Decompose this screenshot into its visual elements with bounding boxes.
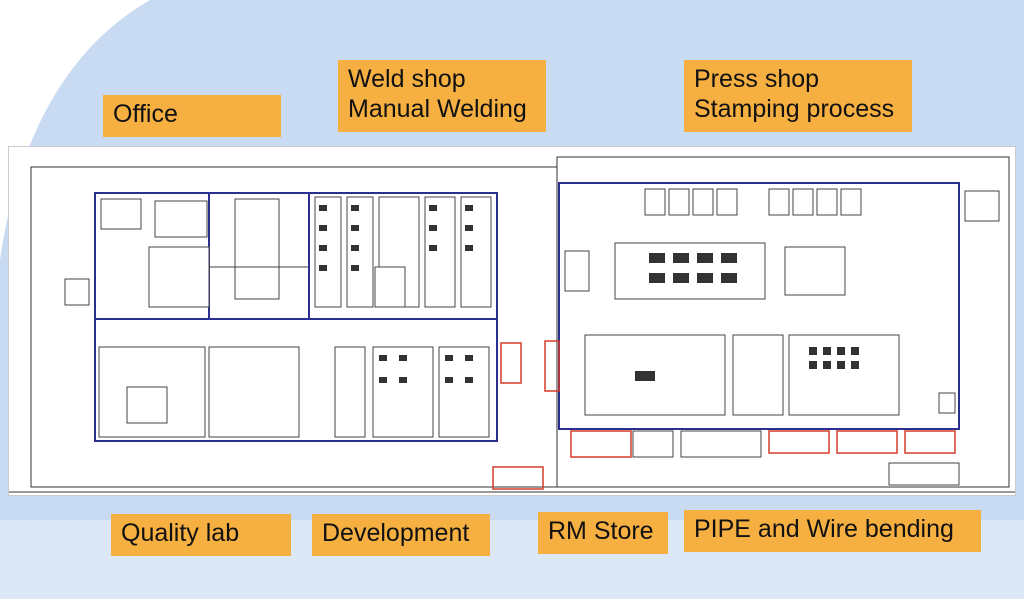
press-shop-marks [635,253,859,381]
floor-plan [8,146,1016,496]
press-shop-label: Press shop Stamping process [684,60,912,132]
weld-shop-cells [98,196,492,438]
lower-storage [632,430,960,486]
press-shop-label-line1: Press shop [694,65,820,93]
floor-plan-drawing [9,156,1015,493]
pipe-wire-bending-label: PIPE and Wire bending [684,510,981,552]
press-shop-machines [564,188,1000,416]
rm-store-label-text: RM Store [548,517,654,545]
quality-lab-label-text: Quality lab [121,519,240,547]
equipment-marks [319,205,473,383]
quality-lab-label: Quality lab [111,514,291,556]
weld-shop-label-line2: Manual Welding [348,95,527,123]
development-label-text: Development [322,519,470,547]
rm-store-label: RM Store [538,512,668,554]
red-racks-right [544,340,956,458]
pipe-wire-bending-label-text: PIPE and Wire bending [694,515,954,543]
red-racks-left [492,342,544,490]
weld-shop-label-line1: Weld shop [348,65,466,93]
development-label: Development [312,514,490,556]
office-area [64,198,309,308]
press-shop-label-line2: Stamping process [694,95,895,123]
right-building-walls [558,182,960,430]
weld-shop-label: Weld shop Manual Welding [338,60,546,132]
office-label-text: Office [113,100,178,128]
office-label: Office [103,95,281,137]
